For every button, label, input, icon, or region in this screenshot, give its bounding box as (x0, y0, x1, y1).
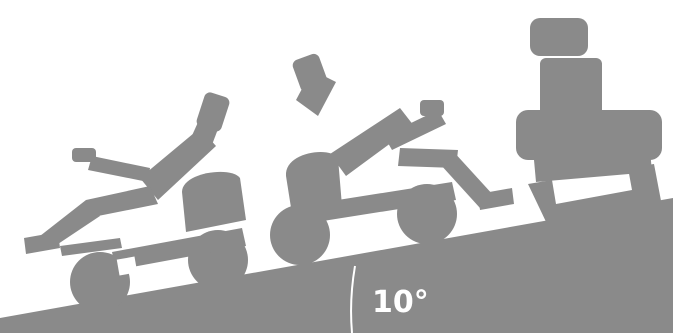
hand (72, 148, 96, 162)
foot (24, 232, 60, 254)
arm (88, 156, 150, 182)
reclined-wheelchair-icon (24, 91, 248, 312)
angle-label: 10° (372, 285, 429, 320)
chassis-detail (117, 257, 138, 276)
tilted-seat-icon (516, 18, 662, 226)
headrest (530, 18, 588, 56)
hand (420, 100, 444, 116)
headrest (195, 91, 231, 133)
seat-base (286, 152, 342, 214)
seat-base (182, 172, 246, 232)
